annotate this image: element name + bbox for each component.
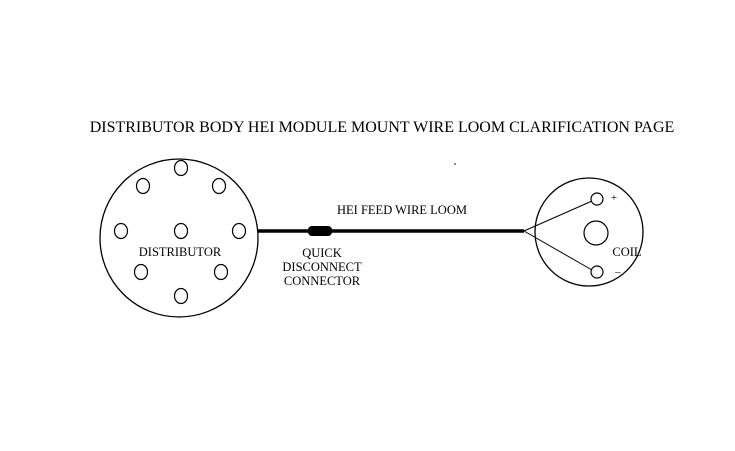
distributor-terminal bbox=[231, 222, 247, 240]
coil-negative-terminal bbox=[590, 265, 604, 279]
connector-label-line3: CONNECTOR bbox=[284, 274, 361, 288]
connector-label-line1: QUICK bbox=[302, 246, 342, 260]
quick-disconnect-connector bbox=[308, 226, 332, 236]
distributor-terminal bbox=[133, 263, 149, 281]
coil-positive-terminal bbox=[590, 192, 604, 206]
coil: + – COIL bbox=[523, 177, 644, 287]
wire-loom: HEI FEED WIRE LOOM QUICK DISCONNECT CONN… bbox=[258, 203, 524, 288]
page-title: DISTRIBUTOR BODY HEI MODULE MOUNT WIRE L… bbox=[90, 119, 675, 136]
distributor-label: DISTRIBUTOR bbox=[139, 245, 222, 259]
connector-label-line2: DISCONNECT bbox=[282, 260, 362, 274]
wire-loom-label: HEI FEED WIRE LOOM bbox=[337, 203, 467, 217]
distributor-terminal bbox=[213, 263, 229, 281]
distributor-terminal bbox=[173, 222, 189, 240]
coil-label: COIL bbox=[612, 245, 641, 259]
distributor-terminal bbox=[211, 177, 227, 195]
distributor-terminal bbox=[173, 159, 189, 177]
coil-positive-lead bbox=[523, 200, 593, 232]
coil-negative-lead bbox=[523, 230, 593, 271]
distributor-terminal bbox=[173, 287, 189, 305]
stray-dot bbox=[454, 163, 456, 165]
distributor-terminal bbox=[113, 222, 129, 240]
coil-center-tower bbox=[583, 220, 609, 246]
distributor-terminal bbox=[135, 177, 151, 195]
coil-negative-sign: – bbox=[614, 266, 621, 278]
coil-positive-sign: + bbox=[611, 192, 617, 204]
distributor: DISTRIBUTOR bbox=[99, 158, 259, 318]
